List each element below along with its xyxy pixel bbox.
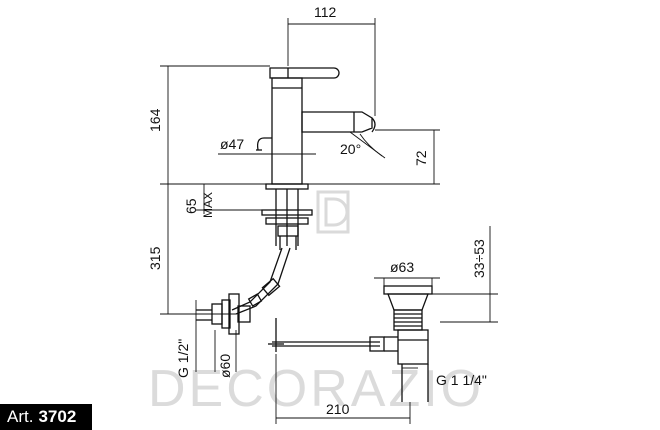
faucet-body bbox=[256, 67, 376, 250]
dim-315: 315 bbox=[147, 246, 163, 270]
dim-72: 72 bbox=[413, 150, 429, 166]
flexible-hose bbox=[231, 247, 291, 315]
dim-210: 210 bbox=[326, 401, 350, 417]
article-prefix: Art. bbox=[7, 407, 34, 426]
pop-up-waste bbox=[383, 285, 433, 402]
article-label: Art. 3702 bbox=[0, 404, 92, 430]
dim-diameter-47: ø47 bbox=[220, 136, 244, 152]
dim-diameter-63: ø63 bbox=[390, 259, 414, 275]
pop-up-rod bbox=[268, 318, 385, 352]
dim-112: 112 bbox=[314, 4, 337, 20]
dim-65: 65 bbox=[183, 198, 199, 214]
dim-g-1-2: G 1/2" bbox=[175, 339, 191, 378]
article-number: 3702 bbox=[38, 407, 77, 426]
dim-164: 164 bbox=[147, 108, 163, 132]
watermark: DECORAZIO bbox=[148, 190, 484, 418]
dim-33-53: 33÷53 bbox=[471, 239, 487, 278]
dim-angle-20: 20° bbox=[340, 141, 361, 157]
dim-g-1-1-4: G 1 1/4" bbox=[436, 372, 487, 388]
dim-max: MAX bbox=[201, 192, 215, 218]
dimension-labels: 112 164 ø47 20° 72 65 MAX 315 ø63 33÷53 … bbox=[147, 4, 487, 417]
dimension-lines bbox=[160, 18, 498, 424]
dim-diameter-60: ø60 bbox=[217, 354, 233, 378]
watermark-text: DECORAZIO bbox=[148, 360, 484, 418]
